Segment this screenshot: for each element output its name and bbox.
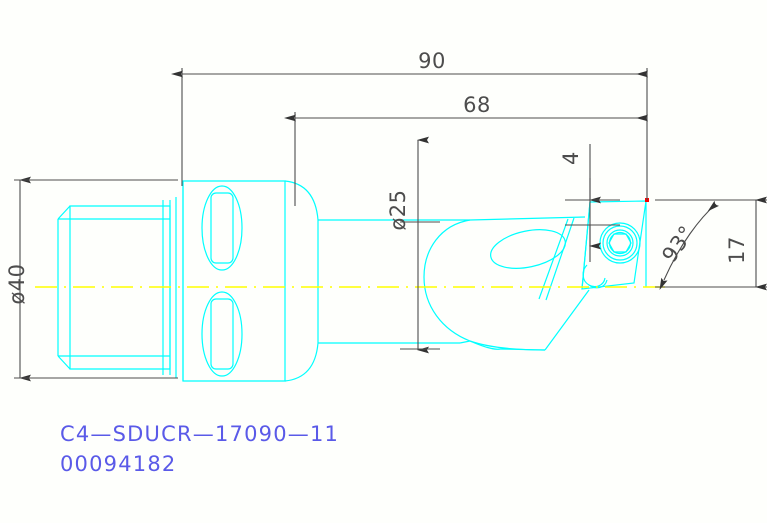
dimension-flange-diameter <box>14 176 178 382</box>
insert-clamp-screw <box>599 222 641 264</box>
flange-slot-upper-outline <box>201 185 243 271</box>
angle-arc-93 <box>659 200 719 291</box>
dimension-projection-length <box>284 112 648 206</box>
insert-diamond <box>581 200 647 290</box>
torx-socket <box>608 233 632 253</box>
dimension-overall-length <box>171 68 648 200</box>
head-pocket-ellipse <box>490 229 566 269</box>
tool-head-body <box>423 216 590 351</box>
flange-slot-lower-outline <box>201 291 243 377</box>
dimension-shank-diameter <box>400 136 440 354</box>
dimension-label-insert-offset: 4 <box>559 151 583 165</box>
dimension-label-flange-diameter: ø40 <box>5 263 29 304</box>
fillet-transition <box>284 180 319 382</box>
dimension-insert-offset <box>565 144 620 262</box>
flange-slot-lower-inner <box>210 298 234 370</box>
part-number-label: C4—SDUCR—17090—11 <box>60 422 339 446</box>
dimension-label-shank-diameter: ø25 <box>386 189 410 230</box>
dimension-lead-angle <box>659 200 719 291</box>
dimension-label-centre-height: 17 <box>725 236 749 264</box>
dimension-label-projection-length: 68 <box>463 93 491 117</box>
shank-cylinder <box>318 219 470 344</box>
flange-block <box>182 180 286 382</box>
flange-slot-upper-inner <box>210 192 234 264</box>
dimension-label-lead-angle: 93° <box>657 221 699 266</box>
part-geometry <box>57 180 647 382</box>
head-lower-flank <box>469 340 546 351</box>
dimension-label-overall-length: 90 <box>418 49 446 73</box>
dimension-layer <box>14 68 767 382</box>
item-code-label: 00094182 <box>60 452 177 476</box>
